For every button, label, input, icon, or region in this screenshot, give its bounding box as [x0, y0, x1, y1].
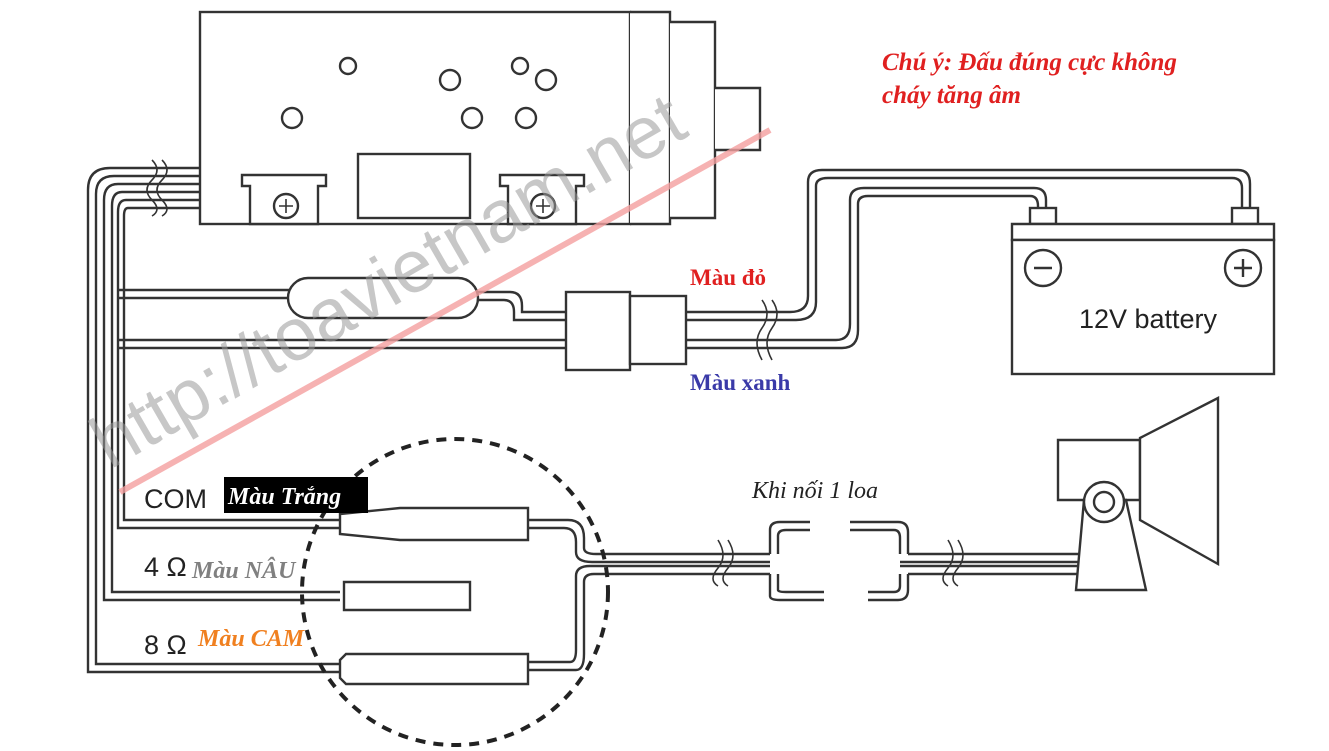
orange-wire-label: Màu CAM — [197, 626, 306, 652]
brown-wire-label: Màu NÂU — [191, 557, 297, 584]
speaker-plugs — [338, 506, 770, 686]
battery-label: 12V battery — [1079, 304, 1218, 334]
terminal-screw-right — [498, 173, 586, 226]
speaker-connection-label: Khi nối 1 loa — [751, 478, 878, 504]
battery: 12V battery — [1010, 206, 1276, 376]
4ohm-label: 4 Ω — [144, 552, 187, 582]
highlight-circle — [300, 437, 610, 747]
white-wire-label: Màu Trắng — [227, 484, 341, 510]
cable-bundle — [86, 159, 340, 674]
blue-wire-label: Màu xanh — [690, 370, 791, 395]
power-wires — [118, 168, 1252, 372]
plug-4ohm — [342, 580, 472, 612]
plug-com — [338, 506, 530, 542]
note-line-2: cháy tăng âm — [882, 82, 1021, 109]
terminal-screw-left — [240, 173, 328, 226]
amplifier-unit — [198, 10, 762, 226]
note-line-1: Chú ý: Đấu đúng cực không — [882, 49, 1177, 76]
power-connector-right — [628, 294, 688, 366]
red-wire-label: Màu đỏ — [690, 265, 766, 290]
power-connector-left — [564, 290, 632, 372]
white-label-bg — [224, 477, 368, 513]
plug-8ohm — [338, 652, 530, 686]
speaker-inline-connector — [768, 520, 1080, 602]
fuse-holder — [286, 276, 480, 320]
horn-speaker — [1056, 396, 1220, 592]
com-label: COM — [144, 484, 207, 514]
amplifier-display — [356, 152, 472, 220]
8ohm-label: 8 Ω — [144, 630, 187, 660]
